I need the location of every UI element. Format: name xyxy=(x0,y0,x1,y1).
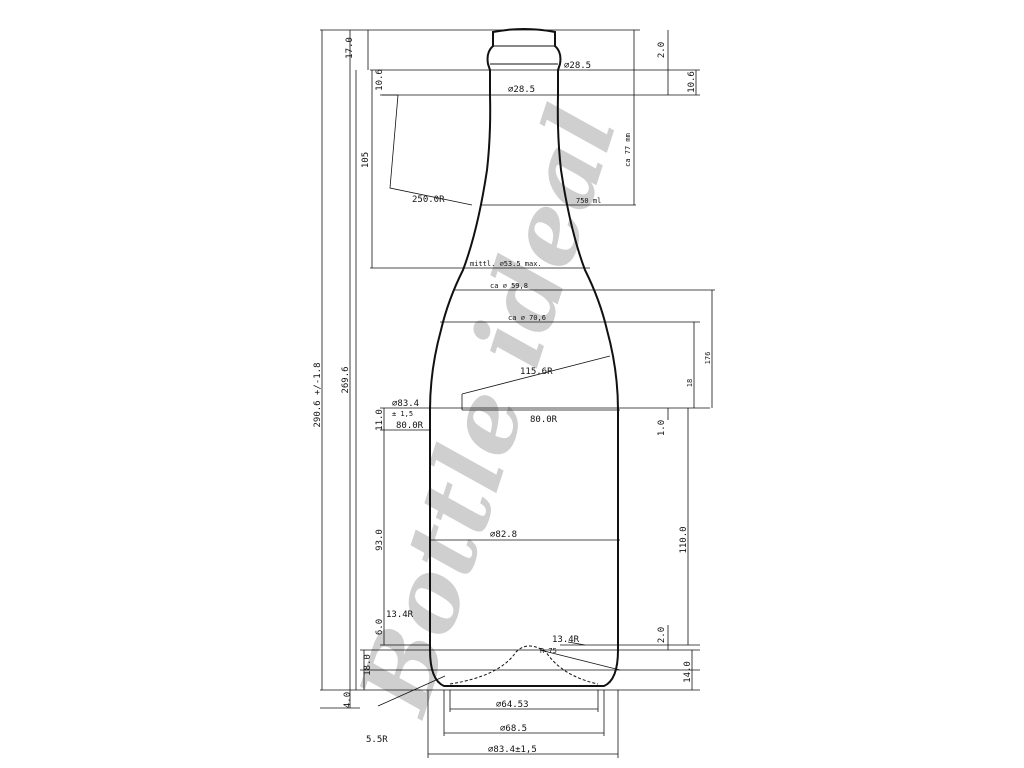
dim-body-110: 110.0 xyxy=(679,526,689,553)
dim-shoulder-radius: 115.6R xyxy=(520,367,553,377)
dim-neck-dia: ⌀28.5 xyxy=(508,85,535,95)
dim-shoulder-small: 18 xyxy=(686,379,694,387)
dim-shoulder-dia-1: ca ⌀ 59,8 xyxy=(490,282,528,290)
dim-top-right: 2.0 xyxy=(657,42,667,58)
dim-neck-depth: 105 xyxy=(361,152,371,168)
dim-right-1: 1.0 xyxy=(657,420,667,436)
dim-base-dia-3: ⌀83.4±1,5 xyxy=(488,745,537,755)
dim-heel-radius-right: 13.4R xyxy=(552,635,580,645)
dim-body-radius-center: 80.0R xyxy=(530,415,558,425)
dim-fill-height: ca 77 mm xyxy=(624,133,632,167)
dim-neck-radius: 250.0R xyxy=(412,195,445,205)
dim-shoulder-height: 269.6 xyxy=(341,366,351,393)
dim-cap-band-right: 10.6 xyxy=(687,71,697,93)
dim-fill-volume: 750 ml xyxy=(576,197,601,205)
dim-cap-band-left: 10.6 xyxy=(375,69,385,91)
dim-shoulder-dia-2: ca ⌀ 70,6 xyxy=(508,314,546,322)
dim-body-dia-top: ⌀83.4 xyxy=(392,399,419,409)
dim-right-2-bottom: 2.0 xyxy=(657,627,667,643)
dim-neck-mid: mittl. ⌀53.5 max. xyxy=(470,260,542,268)
dim-heel-radius-left: 13.4R xyxy=(386,610,414,620)
dim-body-radius-left: 80.0R xyxy=(396,421,424,431)
dim-base-4: 4.0 xyxy=(343,692,353,708)
dim-body-93: 93.0 xyxy=(375,529,385,551)
dim-punt-radius: R 75 xyxy=(540,647,557,655)
dim-total-height: 290.6 +/-1.8 xyxy=(313,362,323,427)
dim-base-dia-1: ⌀64.53 xyxy=(496,700,529,710)
dim-base-dia-2: ⌀68.5 xyxy=(500,724,527,734)
reference-lines xyxy=(320,29,715,758)
punt-curve xyxy=(449,645,599,685)
dim-body-dia-mid: ⌀82.8 xyxy=(490,530,517,540)
dim-shoulder-height-right: 176 xyxy=(704,352,712,365)
dim-base-radius: 5.5R xyxy=(366,735,388,745)
vertical-dimension-lines xyxy=(321,30,713,708)
bottle-outline xyxy=(429,28,619,687)
dim-right-14: 14.0 xyxy=(683,661,693,683)
dim-body-tol: ± 1,5 xyxy=(392,410,413,418)
dim-top-finish: 17.0 xyxy=(345,37,355,59)
leader-lines xyxy=(377,94,621,707)
dim-lip-dia: ⌀28.5 xyxy=(564,61,591,71)
dim-left-6: 6.0 xyxy=(375,619,385,635)
dim-left-18: 18.0 xyxy=(363,654,373,676)
dim-left-11: 11.0 xyxy=(375,409,385,431)
